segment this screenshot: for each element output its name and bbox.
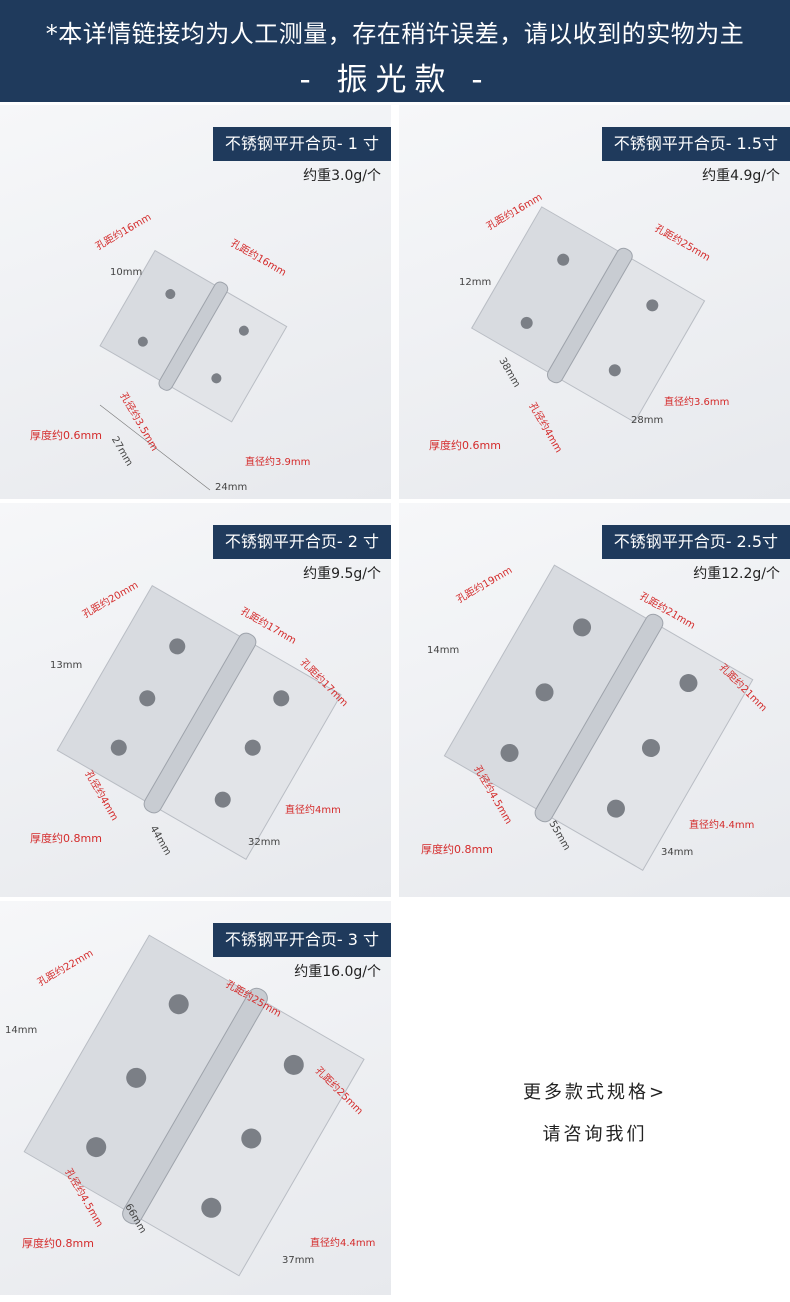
product-thickness: 厚度约0.6mm xyxy=(429,439,501,452)
dim-hole-spacing-a: 孔距约22mm xyxy=(35,946,95,988)
dim-width: 44mm xyxy=(147,824,173,857)
product-thickness: 厚度约0.8mm xyxy=(421,843,493,856)
product-weight: 约重12.2g/个 xyxy=(693,566,780,582)
dim-diameter: 直径约4.4mm xyxy=(689,818,754,831)
dim-height: 37mm xyxy=(282,1255,314,1266)
dim-diameter: 直径约4mm xyxy=(285,803,341,816)
dim-hole-spacing-a: 孔距约16mm xyxy=(93,210,153,252)
hinge-image: 14mm 55mm 34mm 孔距约19mm 孔距约21mm 孔距约21mm 孔… xyxy=(427,563,770,871)
dim-knuckle: 14mm xyxy=(5,1025,37,1036)
dim-hole-spacing-a: 孔距约20mm xyxy=(80,578,140,620)
product-card-2-5inch[interactable]: 14mm 55mm 34mm 孔距约19mm 孔距约21mm 孔距约21mm 孔… xyxy=(399,503,790,897)
product-weight: 约重3.0g/个 xyxy=(303,168,381,184)
product-badge: 不锈钢平开合页- 2 寸 xyxy=(212,525,391,559)
product-badge: 不锈钢平开合页- 2.5寸 xyxy=(601,525,790,559)
dim-diameter: 直径约4.4mm xyxy=(310,1236,375,1249)
dim-hole-diameter: 孔径约4mm xyxy=(526,400,565,455)
dim-knuckle: 12mm xyxy=(459,277,491,288)
dim-width: 38mm xyxy=(496,356,522,389)
product-card-3inch[interactable]: 14mm 66mm 37mm 孔距约22mm 孔距约25mm 孔距约25mm 孔… xyxy=(0,901,391,1295)
dim-hole-spacing-b: 孔距约25mm xyxy=(653,221,713,263)
dim-height: 34mm xyxy=(661,847,693,858)
more-styles-panel[interactable]: 更多款式规格> 请咨询我们 xyxy=(400,900,790,1294)
product-thickness: 厚度约0.6mm xyxy=(30,429,102,442)
contact-us-text[interactable]: 请咨询我们 xyxy=(542,1124,648,1145)
measurement-note: *本详情链接均为人工测量，存在稍许误差，请以收到的实物为主 xyxy=(45,20,745,48)
dim-knuckle: 13mm xyxy=(50,660,82,671)
product-badge: 不锈钢平开合页- 1 寸 xyxy=(212,127,391,161)
product-card-1inch[interactable]: 27mm 24mm 10mm 孔距约16mm 孔距约16mm 孔径约3.5mm … xyxy=(0,105,391,499)
product-badge: 不锈钢平开合页- 3 寸 xyxy=(212,923,391,957)
hinge-image: 14mm 66mm 37mm 孔距约22mm 孔距约25mm 孔距约25mm 孔… xyxy=(5,934,375,1277)
dim-height: 24mm xyxy=(215,482,247,493)
header-banner: *本详情链接均为人工测量，存在稍许误差，请以收到的实物为主 - 振光款 - xyxy=(0,0,790,102)
hinge-image: 12mm 38mm 28mm 孔距约16mm 孔距约25mm 孔径约4mm 直径… xyxy=(459,190,729,455)
dim-height: 32mm xyxy=(248,837,280,848)
dim-diameter: 直径约3.9mm xyxy=(245,455,310,468)
dim-width: 27mm xyxy=(109,435,135,468)
dim-knuckle: 14mm xyxy=(427,645,459,656)
more-styles-link[interactable]: 更多款式规格> xyxy=(522,1082,668,1103)
product-weight: 约重16.0g/个 xyxy=(294,964,381,980)
product-card-2inch[interactable]: 13mm 44mm 32mm 孔距约20mm 孔距约17mm 孔距约17mm 孔… xyxy=(0,503,391,897)
hinge-image: 27mm 24mm 10mm 孔距约16mm 孔距约16mm 孔径约3.5mm … xyxy=(93,210,310,493)
dim-knuckle: 10mm xyxy=(110,267,142,278)
product-weight: 约重4.9g/个 xyxy=(702,168,780,184)
dim-hole-spacing-a: 孔距约19mm xyxy=(454,563,514,605)
dim-diameter: 直径约3.6mm xyxy=(664,395,729,408)
product-weight: 约重9.5g/个 xyxy=(303,566,381,582)
product-thickness: 厚度约0.8mm xyxy=(30,832,102,845)
dim-hole-spacing-b: 孔距约16mm xyxy=(229,236,289,278)
product-badge: 不锈钢平开合页- 1.5寸 xyxy=(601,127,790,161)
dim-height: 28mm xyxy=(631,415,663,426)
hinge-image: 13mm 44mm 32mm 孔距约20mm 孔距约17mm 孔距约17mm 孔… xyxy=(50,578,351,860)
section-title: - 振光款 - xyxy=(299,62,491,98)
product-card-1-5inch[interactable]: 12mm 38mm 28mm 孔距约16mm 孔距约25mm 孔径约4mm 直径… xyxy=(399,105,790,499)
product-thickness: 厚度约0.8mm xyxy=(22,1237,94,1250)
